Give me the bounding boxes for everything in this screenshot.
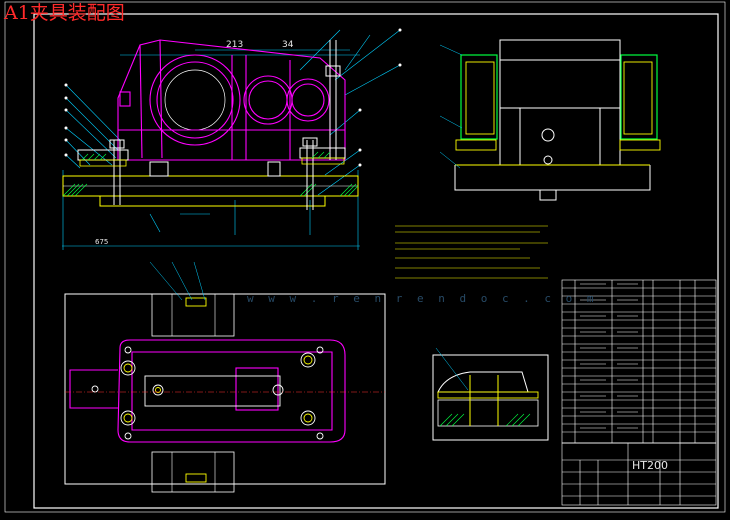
parts-list-cell-marks xyxy=(580,283,638,429)
technical-notes xyxy=(395,225,548,279)
material-label: HT200 xyxy=(632,459,668,472)
dimension-34: 34 xyxy=(282,40,294,50)
drawing-title: A1夹具装配图 xyxy=(4,2,125,24)
dimension-213: 213 xyxy=(226,40,244,50)
plan-view xyxy=(64,261,386,493)
watermark-text: w w w . r e n r e n d o c . c o m xyxy=(247,292,598,305)
side-view xyxy=(439,39,661,201)
inner-frame xyxy=(33,13,719,509)
outer-frame xyxy=(4,1,726,513)
detail-view xyxy=(432,347,549,441)
title-block xyxy=(561,442,717,506)
dimension-675: 675 xyxy=(95,238,109,246)
front-view xyxy=(62,28,402,250)
